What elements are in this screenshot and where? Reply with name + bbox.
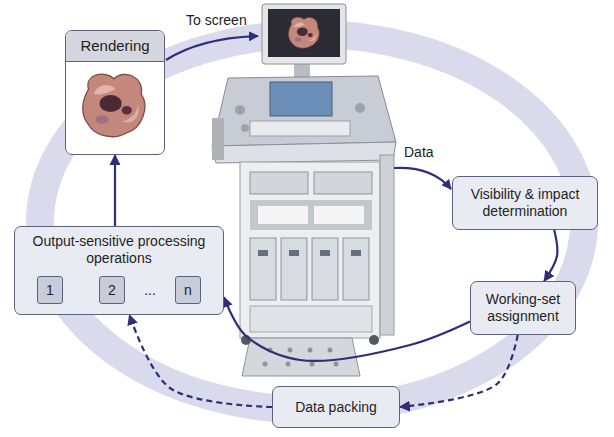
wheel [369,335,379,345]
box-label: 1 [46,282,54,299]
probe-bay [281,238,307,300]
keyboard [250,121,350,136]
probe-bay [312,238,338,300]
knob [355,103,365,113]
process-group-box: Output-sensitive processing operations 1 2… [14,226,224,315]
process-box: Working-set assignment [470,281,576,335]
probe-bay [343,238,369,300]
probe-slot [289,250,299,256]
arrow-label: To screen [186,12,247,29]
footrest-hole [288,348,293,353]
operation-box: 2 [99,276,125,304]
probe-slot [351,250,361,256]
drawer [314,172,372,194]
cabinet [240,162,380,338]
footrest-hole [263,362,268,367]
footrest-hole [308,348,313,353]
panel-lip [212,142,396,163]
probe-slot [258,250,268,256]
footrest-hole [328,348,333,353]
device [314,206,364,224]
operation-box: n [175,276,201,304]
flow-arrow [224,297,470,361]
footrest-hole [334,362,339,367]
monitor-screen [268,9,340,57]
ultrasound-machine [212,4,396,376]
box-label: Visibility & impact determination [459,186,591,220]
footrest-hole [310,362,315,367]
rendering-box: Rendering [65,30,165,155]
heart-render [289,17,320,48]
box-label: n [184,282,192,299]
flow-arrow [130,315,273,407]
heart-render [83,74,145,136]
probe-holder [212,118,224,160]
drawer [250,172,308,194]
device-bay [250,200,372,230]
probe-bay [250,238,276,300]
operation-box: 1 [37,276,63,304]
process-box: Visibility & impact determination [452,176,598,230]
box-label: Data packing [279,399,393,416]
flow-arrow [544,230,557,281]
data-arrow [394,168,451,189]
ellipsis-label: ... [144,282,156,299]
box-label: Working-set assignment [477,291,569,325]
device [258,206,308,224]
knob [241,124,249,132]
render-view [65,30,165,155]
cabinet-side [380,155,394,335]
process-box: Data packing [272,386,400,428]
monitor [262,4,346,64]
knob [235,105,245,115]
footrest-hole [286,362,291,367]
box-heading: Output-sensitive processing operations [15,227,223,267]
flow-arrow [114,155,116,226]
flow-arrow [400,335,518,407]
lower-panel [250,306,372,332]
probe-slot [320,250,330,256]
box-heading: Rendering [66,31,164,62]
control-panel [212,76,396,146]
touch-screen [270,82,332,116]
box-label: 2 [108,282,116,299]
arrow-label: Data [404,144,434,161]
footrest [242,338,360,376]
to-screen-arrow [166,36,258,60]
